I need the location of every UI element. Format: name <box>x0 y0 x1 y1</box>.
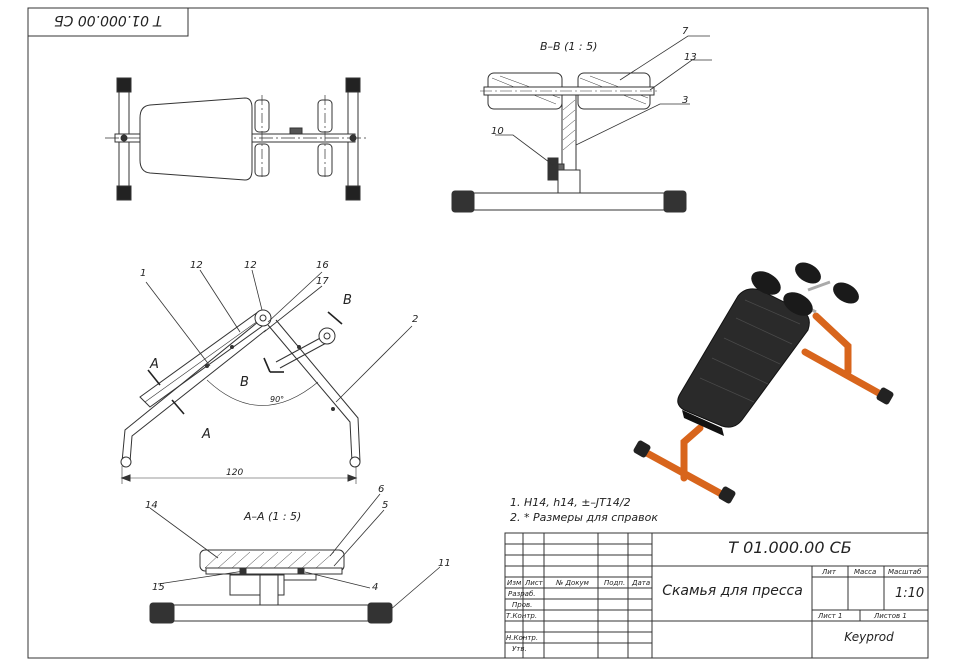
corner-stamp-code: T 01.000.00 СБ <box>53 12 163 29</box>
section-aa-label: A–A (1 : 5) <box>243 510 301 523</box>
side-leader-2: 2 <box>412 314 418 325</box>
note-1: 1. H14, h14, ±–JT14/2 <box>510 496 631 509</box>
left-foot-cap-bottom <box>116 185 132 201</box>
left-foot-cap-top <box>116 77 132 93</box>
right-foot-cap-top <box>345 77 361 93</box>
aa-base-cap-left <box>149 602 175 624</box>
section-aa-view <box>149 549 393 624</box>
leaders-side-view <box>145 269 413 403</box>
lit-label: Лит <box>822 568 836 576</box>
right-foot-cap-bottom <box>345 185 361 201</box>
scale-value: 1:10 <box>895 586 925 601</box>
corner-stamp-box <box>27 7 189 37</box>
seat-plate <box>205 567 343 575</box>
leaders-section-bb <box>495 35 712 166</box>
drawing-notes: 1. H14, h14, ±–JT14/2 2. * Размеры для с… <box>510 495 658 525</box>
sheet-label: Лист 1 <box>818 612 843 620</box>
base-cap-right <box>663 190 687 213</box>
rear-foot <box>349 456 361 468</box>
knob-10 <box>547 157 559 181</box>
angle-label: 90° <box>270 395 284 404</box>
title-block-title: Скамья для пресса <box>662 583 803 599</box>
scale-label: Масштаб <box>888 568 922 576</box>
header-list: Лист <box>525 579 543 587</box>
title-block-code: T 01.000.00 СБ <box>728 538 852 557</box>
aa-base-cap-right <box>367 602 393 624</box>
front-foot <box>120 456 132 468</box>
leader-label-7: 7 <box>682 26 689 37</box>
sheets-label: Листов 1 <box>874 612 907 620</box>
iso-bench-pad <box>677 288 810 428</box>
section-marks <box>147 311 343 415</box>
aa-leader-11: 11 <box>438 558 451 569</box>
side-leader-17: 17 <box>316 276 329 287</box>
section-bb-view <box>451 72 687 213</box>
aa-leader-5: 5 <box>382 500 388 511</box>
header-sign: Подп. <box>604 579 626 587</box>
adjust-knob-plan <box>289 127 303 135</box>
view-label-b-lower: B <box>240 375 249 390</box>
leader-label-10: 10 <box>491 126 504 137</box>
rear-leg <box>267 324 353 463</box>
header-date: Дата <box>632 579 651 587</box>
aa-base-bar <box>151 604 391 622</box>
base-cap-left <box>451 190 475 213</box>
top-plan-view <box>105 77 368 201</box>
side-leader-12a: 12 <box>190 260 203 271</box>
sheet-frame <box>27 7 929 659</box>
base-bar <box>454 192 686 211</box>
view-label-b-upper: B <box>343 293 352 308</box>
header-doc: № Докум <box>556 579 589 587</box>
view-label-a-upper: A <box>149 357 159 372</box>
view-label-a-lower: A <box>201 427 211 442</box>
isometric-view <box>633 262 894 504</box>
leader-label-3: 3 <box>682 95 688 106</box>
header-izm: Изм <box>507 579 522 587</box>
title-block <box>504 532 929 659</box>
side-leader-1: 1 <box>140 268 146 279</box>
role-razrab: Разраб. <box>508 590 536 598</box>
front-leg <box>121 321 259 463</box>
aa-leader-4: 4 <box>372 582 378 593</box>
leader-label-13: 13 <box>684 52 697 63</box>
note-2: 2. * Размеры для справок <box>510 511 659 524</box>
section-bb-label: B–B (1 : 5) <box>540 40 597 53</box>
aa-leader-14: 14 <box>145 500 158 511</box>
leaders-section-aa <box>149 493 441 611</box>
title-block-company: Keyprod <box>844 630 894 644</box>
role-prov: Пров. <box>512 601 533 609</box>
dimension-label: 120 <box>226 468 243 478</box>
seat-pad-plan <box>139 97 253 181</box>
side-leader-12b: 12 <box>244 260 257 271</box>
side-leader-16: 16 <box>316 260 329 271</box>
aa-leader-15: 15 <box>152 582 165 593</box>
role-nkontr: Н.Контр. <box>506 634 539 642</box>
mass-label: Масса <box>854 568 877 576</box>
side-view <box>120 309 361 484</box>
aa-leader-6: 6 <box>378 484 384 495</box>
role-tkontr: Т.Контр. <box>506 612 538 620</box>
role-utv: Утв. <box>512 645 527 653</box>
